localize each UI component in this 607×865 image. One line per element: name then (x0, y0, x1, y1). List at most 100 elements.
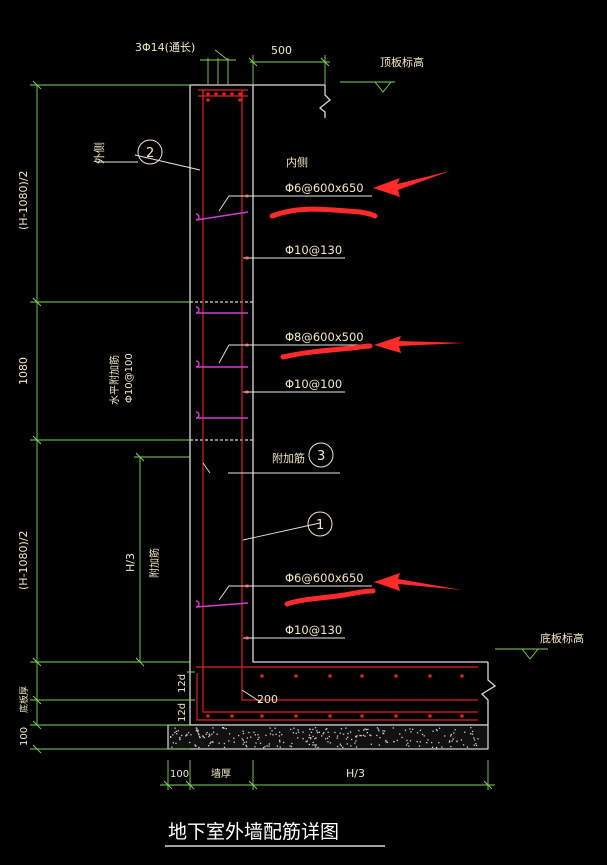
cushion-speck (187, 732, 190, 734)
cushion-speck (210, 741, 212, 743)
cushion-speck (254, 734, 256, 736)
cushion-speck (202, 735, 204, 737)
cushion-speck (364, 728, 366, 730)
cushion-speck (432, 730, 434, 732)
cushion-speck (327, 731, 329, 733)
cushion-speck (302, 731, 304, 733)
cushion-speck (383, 730, 386, 732)
cushion-speck (308, 736, 310, 739)
cushion-speck (314, 746, 317, 748)
dim-slab-label: 底板厚 (18, 686, 30, 713)
cushion-speck (268, 743, 270, 745)
rebar-dot (206, 714, 210, 718)
cushion-speck (322, 733, 324, 735)
cushion-speck (174, 731, 176, 734)
cushion-speck (306, 740, 308, 742)
cushion-speck (223, 742, 225, 745)
cushion-speck (366, 732, 368, 734)
cushion-speck (314, 744, 316, 746)
cushion-speck (317, 746, 319, 749)
cushion-speck (195, 729, 198, 732)
cushion-speck (176, 733, 178, 735)
cushion-speck (345, 738, 348, 740)
cushion-speck (242, 739, 244, 741)
cushion-speck (406, 739, 408, 742)
cushion-speck (246, 746, 248, 748)
cushion-speck (266, 745, 268, 747)
cushion-speck (242, 743, 244, 745)
dim-middle-label: 1080 (17, 357, 30, 385)
cushion-speck (211, 733, 213, 735)
cushion-speck (179, 738, 181, 740)
cushion-speck (464, 731, 466, 733)
rebar-dot (238, 98, 242, 102)
cushion-speck (431, 741, 433, 744)
marker-1-label: 1 (316, 518, 324, 533)
cushion-speck (355, 746, 358, 748)
cushion-speck (209, 742, 211, 745)
cushion-speck (211, 741, 213, 743)
cushion-speck (295, 732, 297, 734)
cushion-speck (325, 738, 327, 740)
lower-horiz-label: Φ10@130 (285, 623, 342, 637)
cushion-speck (269, 727, 271, 729)
cushion-speck (264, 746, 266, 748)
cushion-speck (473, 744, 475, 746)
cushion-speck (360, 735, 362, 737)
inner-side-label: 内侧 (286, 155, 308, 169)
leader-lines (96, 154, 372, 704)
rebar-dot (360, 674, 364, 678)
cushion-speck (367, 728, 369, 730)
cushion-speck (223, 746, 226, 748)
cushion-speck (177, 730, 179, 732)
marker-2-label: 2 (146, 146, 154, 161)
cushion-speck (409, 740, 412, 742)
cushion-speck (382, 732, 384, 734)
cushion-speck (248, 731, 250, 734)
cushion-speck (452, 738, 454, 740)
cushion-speck (250, 736, 252, 738)
dim-h3-bottom-label: H/3 (346, 767, 365, 780)
cushion-speck (350, 745, 352, 747)
cushion-speck (376, 734, 378, 737)
cushion-speck (172, 742, 174, 744)
cushion-speck (416, 732, 419, 734)
cushion-speck (396, 739, 398, 742)
cushion-layer (167, 724, 489, 750)
cushion-speck (345, 727, 347, 729)
rebar-dot (238, 92, 242, 96)
cushion-speck (194, 744, 196, 746)
cushion-speck (274, 727, 276, 729)
cushion-speck (315, 737, 317, 739)
cushion-speck (378, 744, 380, 746)
cushion-speck (342, 733, 345, 735)
cushion-speck (370, 734, 372, 737)
cushion-speck (205, 733, 207, 735)
tie-bars (195, 211, 249, 608)
rebar-dot (206, 98, 210, 102)
cushion-speck (329, 742, 331, 744)
cushion-speck (308, 734, 311, 736)
cushion-speck (326, 737, 329, 739)
cushion-speck (336, 745, 339, 748)
rebar-dot (214, 92, 218, 96)
cushion-speck (346, 743, 348, 745)
cushion-speck (259, 742, 262, 744)
cushion-speck (185, 735, 187, 737)
marker-3-label: 3 (317, 449, 325, 464)
cushion-speck (208, 735, 210, 738)
rebar-dot (222, 92, 226, 96)
cushion-speck (315, 744, 317, 746)
rebar-dot (230, 714, 234, 718)
cushion-speck (351, 738, 353, 741)
cushion-speck (198, 734, 200, 736)
cushion-speck (472, 730, 474, 733)
cushion-speck (175, 730, 177, 732)
rebar-dot (230, 92, 234, 96)
cushion-speck (450, 735, 452, 737)
cushion-speck (245, 741, 248, 743)
cushion-speck (318, 731, 320, 733)
cushion-speck (174, 727, 176, 729)
cushion-speck (305, 741, 307, 743)
cushion-speck (291, 742, 293, 745)
